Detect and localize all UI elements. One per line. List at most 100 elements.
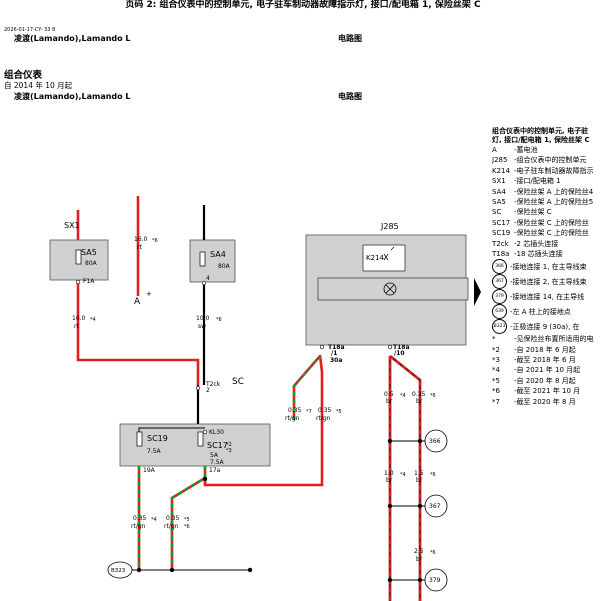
- doc-type: 电路图: [338, 34, 362, 43]
- label-sa4: SA4: [210, 250, 226, 259]
- svg-text:*6: *6: [152, 238, 158, 244]
- legend-ground: 367-接地连接 2, 在主导线束: [492, 274, 606, 290]
- svg-text:0.35: 0.35: [318, 407, 332, 414]
- legend-item: A-蓄电池: [492, 146, 538, 154]
- legend-ground: 379-接地连接 14, 在主导线: [492, 289, 606, 305]
- svg-text:*6: *6: [430, 472, 436, 478]
- legend-item: SC17-保险丝架 C 上的保险丝: [492, 218, 589, 227]
- legend-item: SA5-保险丝架 A 上的保险丝5: [492, 197, 594, 206]
- label-sc17-amp2: 7.5A: [210, 459, 225, 466]
- svg-text:*6: *6: [216, 317, 222, 323]
- svg-text:rt: rt: [137, 244, 142, 251]
- label-t18a-left-pin: /1: [331, 350, 337, 357]
- wire-rt-sa5: [76, 280, 200, 385]
- svg-text:sw: sw: [198, 323, 206, 330]
- label-k214: K214: [366, 254, 384, 262]
- j285-inner: [317, 277, 469, 301]
- legend-item: SX1-接口/配电箱 1: [492, 177, 561, 186]
- legend-item: SA4-保险丝架 A 上的保险丝4: [492, 187, 594, 196]
- label-sc17-note2: *3: [226, 448, 232, 454]
- doc-type-2: 电路图: [338, 92, 362, 101]
- label-sc19: SC19: [147, 434, 168, 443]
- svg-text:*7: *7: [306, 409, 312, 415]
- svg-text:10.0: 10.0: [196, 315, 210, 322]
- svg-text:16.0: 16.0: [134, 236, 148, 243]
- svg-text:*5: *5: [184, 517, 190, 523]
- label-sa5: SA5: [81, 248, 97, 257]
- svg-text:rt/gn: rt/gn: [316, 415, 331, 422]
- svg-text:*6: *6: [184, 524, 190, 530]
- legend-item: SC19-保险丝架 C 上的保险丝: [492, 229, 589, 238]
- svg-text:0.35: 0.35: [288, 407, 302, 414]
- label-sa4-pin: 4: [206, 275, 210, 282]
- svg-text:rt/gn: rt/gn: [131, 523, 146, 530]
- legend-item: J285-组合仪表中的控制单元: [492, 156, 587, 165]
- svg-text:*6: *6: [430, 393, 436, 399]
- svg-text:br: br: [416, 477, 423, 484]
- sa4-fuse: [199, 251, 206, 267]
- label-sc17-amp1: 5A: [210, 452, 219, 459]
- svg-text:br: br: [416, 556, 423, 563]
- svg-text:1.5: 1.5: [414, 470, 424, 477]
- k214-lamp-cross: [385, 284, 395, 294]
- label-sx1: SX1: [64, 221, 80, 230]
- legend-item: T2ck-2 芯插头连接: [492, 239, 559, 248]
- since-date: 自 2014 年 10 月起: [4, 81, 73, 90]
- svg-text:rt/gn: rt/gn: [285, 415, 300, 422]
- legend-ground: 366-接地连接 1, 在主导线束: [492, 259, 606, 275]
- legend-note: *3-截至 2018 年 6 月: [492, 356, 576, 365]
- label-battery: A: [134, 297, 141, 307]
- page-title: 页码 2: 组合仪表中的控制单元, 电子驻车制动器故障指示灯, 接口/配电箱 1…: [125, 0, 481, 10]
- label-sc: SC: [232, 377, 244, 387]
- label-367: 367: [429, 503, 441, 510]
- legend-note: *7-截至 2020 年 8 月: [492, 397, 576, 406]
- label-sc17: SC17: [207, 441, 228, 450]
- svg-text:*6: *6: [430, 550, 436, 556]
- svg-text:rt/gn: rt/gn: [164, 523, 179, 530]
- svg-text:*4: *4: [400, 472, 406, 478]
- legend-note: *2-自 2018 年 6 月起: [492, 345, 576, 354]
- label-366: 366: [429, 438, 441, 445]
- legend-note: *5-自 2020 年 8 月起: [492, 376, 576, 385]
- label-379: 379: [429, 577, 441, 584]
- sc17-fuse: [197, 431, 204, 447]
- svg-text:2.5: 2.5: [414, 548, 424, 555]
- legend-item: SC-保险丝架 C: [492, 208, 552, 217]
- svg-text:0.35: 0.35: [412, 391, 426, 398]
- svg-text:16.0: 16.0: [72, 315, 86, 322]
- label-j285: J285: [380, 222, 399, 231]
- label-sc19-amp: 7.5A: [147, 448, 162, 455]
- doc-id: 2026-01-17-CY- 33 8: [4, 27, 56, 33]
- label-t18a-left: T18a: [328, 344, 345, 351]
- legend-title-1: 组合仪表中的控制单元, 电子驻: [492, 127, 589, 135]
- label-sc17-note1: *2: [226, 442, 232, 448]
- legend-item: T18a-18 芯插头连接: [492, 249, 563, 258]
- legend-note: *6-截至 2021 年 10 月: [492, 387, 581, 396]
- label-battery-plus: +: [146, 290, 152, 298]
- label-kl30: KL30: [209, 429, 224, 436]
- svg-text:br: br: [416, 398, 423, 405]
- lamp-icon: [383, 246, 395, 261]
- legend-ground: B323-正极连接 9 (30a), 在: [492, 319, 606, 335]
- svg-text:*4: *4: [90, 317, 96, 323]
- legend: 组合仪表中的控制单元, 电子驻 灯, 接口/配电箱 1, 保险丝架 C A-蓄电…: [492, 127, 606, 407]
- legend-item: K214-电子驻车制动器故障指示: [492, 166, 594, 175]
- svg-text:*5: *5: [336, 409, 342, 415]
- k214-lamp-icon: [383, 282, 397, 296]
- k214-box: [362, 244, 406, 272]
- label-sa5-amp: 80A: [85, 260, 98, 267]
- label-t18a-right: T18a: [393, 344, 410, 351]
- label-sc17-pin: 17a: [209, 467, 221, 474]
- svg-text:*4: *4: [400, 393, 406, 399]
- ground-366: [424, 429, 448, 453]
- svg-text:0.35: 0.35: [133, 515, 147, 522]
- label-t18a-right-pin: /10: [394, 350, 405, 357]
- label-sa5-pin: F1A: [83, 278, 95, 285]
- label-t2ck: T2ck: [205, 381, 221, 388]
- section-title: 组合仪表: [4, 70, 43, 81]
- svg-text:0.5: 0.5: [384, 391, 394, 398]
- label-b323: B323: [111, 568, 126, 574]
- legend-note: *-见保险丝布置所适用的电: [492, 335, 594, 344]
